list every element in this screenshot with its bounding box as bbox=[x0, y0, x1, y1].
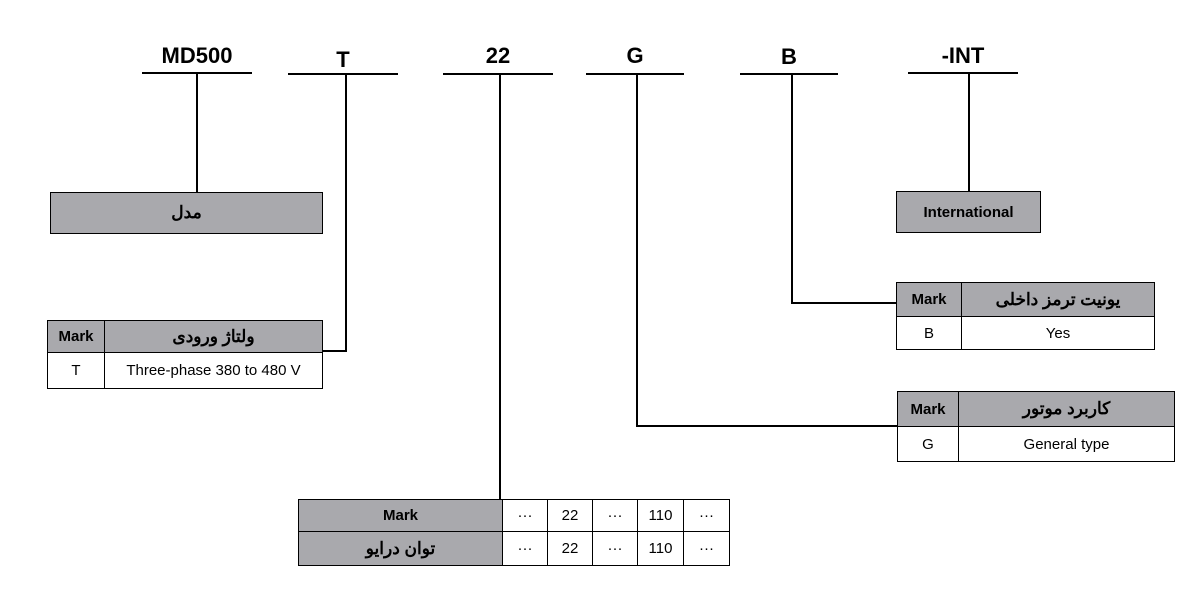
power-value-cell: 110 bbox=[637, 531, 684, 566]
brake-header-title: یونیت ترمز داخلی bbox=[961, 282, 1155, 317]
underline-power bbox=[443, 73, 553, 75]
connector-model bbox=[196, 73, 198, 192]
underline-region bbox=[908, 72, 1018, 74]
power-mark-cell: 22 bbox=[547, 499, 593, 532]
voltage-mark-cell: T bbox=[47, 352, 105, 389]
connector-region bbox=[968, 73, 970, 192]
power-mark-cell: 110 bbox=[637, 499, 684, 532]
brake-value-cell: Yes bbox=[961, 316, 1155, 350]
model-label: مدل bbox=[171, 203, 202, 222]
connector-usage-h bbox=[636, 425, 898, 427]
connector-voltage-v bbox=[345, 74, 347, 352]
power-row-power-label: توان درایو bbox=[298, 531, 503, 566]
power-mark-cell: ··· bbox=[592, 499, 638, 532]
connector-usage-v bbox=[636, 74, 638, 426]
underline-usage bbox=[586, 73, 684, 75]
power-value-cell: ··· bbox=[592, 531, 638, 566]
brake-header-title-text: یونیت ترمز داخلی bbox=[995, 289, 1121, 309]
connector-brake-v bbox=[791, 74, 793, 304]
voltage-header-mark: Mark bbox=[47, 320, 105, 353]
power-mark-cell: ··· bbox=[502, 499, 548, 532]
connector-voltage-h bbox=[322, 350, 347, 352]
code-voltage: T bbox=[336, 47, 350, 72]
brake-header-mark: Mark bbox=[896, 282, 962, 317]
usage-header-mark: Mark bbox=[897, 391, 959, 427]
voltage-header-title-text: ولتاژ ورودی bbox=[172, 326, 255, 346]
voltage-value-cell: Three-phase 380 to 480 V bbox=[104, 352, 323, 389]
international-label: International bbox=[923, 203, 1014, 221]
power-value-cell: ··· bbox=[502, 531, 548, 566]
connector-power bbox=[499, 74, 501, 500]
international-box: International bbox=[896, 191, 1041, 233]
brake-mark-cell: B bbox=[896, 316, 962, 350]
power-value-cell: ··· bbox=[683, 531, 730, 566]
code-power: 22 bbox=[485, 43, 511, 68]
usage-header-title: کاربرد موتور bbox=[958, 391, 1175, 427]
code-region: -INT bbox=[941, 43, 985, 68]
underline-brake bbox=[740, 73, 838, 75]
power-row-power-label-text: توان درایو bbox=[365, 538, 436, 558]
model-box: مدل bbox=[50, 192, 323, 234]
code-brake: B bbox=[781, 44, 797, 69]
power-value-cell: 22 bbox=[547, 531, 593, 566]
code-usage: G bbox=[626, 43, 644, 68]
usage-header-title-text: کاربرد موتور bbox=[1022, 399, 1111, 418]
power-mark-cell: ··· bbox=[683, 499, 730, 532]
code-model: MD500 bbox=[161, 43, 233, 68]
power-row-mark-label: Mark bbox=[298, 499, 503, 532]
underline-voltage bbox=[288, 73, 398, 75]
usage-mark-cell: G bbox=[897, 426, 959, 462]
voltage-header-title: ولتاژ ورودی bbox=[104, 320, 323, 353]
usage-value-cell: General type bbox=[958, 426, 1175, 462]
connector-brake-h bbox=[791, 302, 897, 304]
